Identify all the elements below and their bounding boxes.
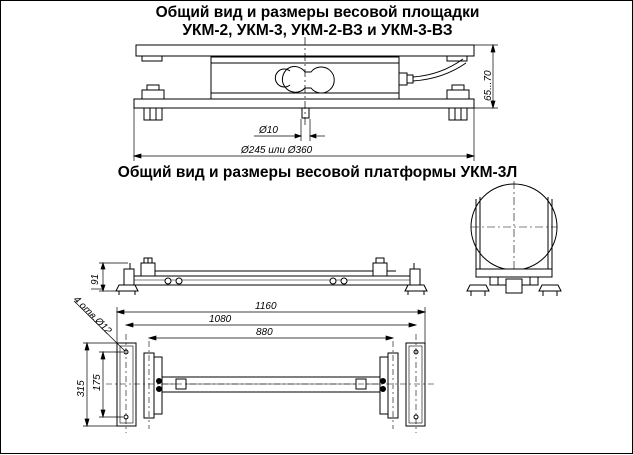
title-platform: Общий вид и размеры весовой платформы УК… xyxy=(117,164,518,181)
scale-pad-dimensions xyxy=(132,43,498,161)
dim-platform-height: 91 xyxy=(90,274,101,285)
dim-pad-height: 65...70 xyxy=(483,70,494,101)
dim-pin-diameter: Ø10 xyxy=(258,125,278,136)
dim-hole-spacing: 1080 xyxy=(209,314,232,325)
dim-cell-spacing: 880 xyxy=(256,327,273,338)
title-scale-models: УКМ-2, УКМ-3, УКМ-2-ВЗ и УКМ-3-ВЗ xyxy=(182,22,453,39)
dim-overall-length: 1160 xyxy=(255,301,277,312)
platform-side-view xyxy=(115,257,428,295)
dim-hole-pitch: 175 xyxy=(92,374,103,391)
dim-plate-width: 315 xyxy=(76,380,87,397)
dim-holes-note: 4 отв.Ø12 xyxy=(71,294,114,337)
platform-plan-view xyxy=(106,334,436,433)
dim-pad-diameter: Ø245 или Ø360 xyxy=(240,145,313,156)
platform-side-dimensions xyxy=(91,261,128,293)
scale-pad-side-view xyxy=(133,37,475,126)
platform-end-view xyxy=(466,181,562,296)
title-scale-pad: Общий вид и размеры весовой площадки xyxy=(155,4,480,21)
platform-plan-dimensions xyxy=(73,300,427,428)
